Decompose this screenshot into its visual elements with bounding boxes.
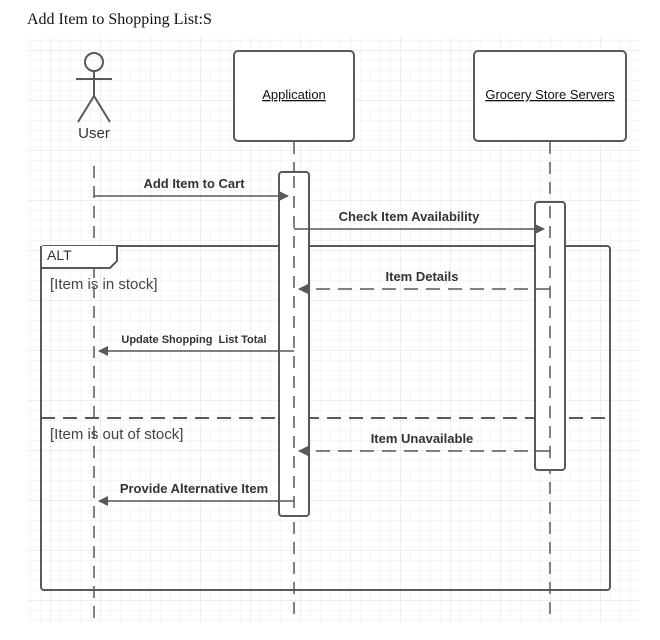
participant-servers-label: Grocery Store Servers <box>485 87 615 102</box>
arrowhead-icon <box>98 346 108 356</box>
message-update-shopping-list-total: Update Shopping List Total <box>98 334 294 356</box>
participant-app-label: Application <box>262 87 326 102</box>
page-title: Add Item to Shopping List:S <box>27 11 212 28</box>
participant-app-box <box>233 50 355 142</box>
arrowhead-icon <box>98 496 108 506</box>
message-item-details-label: Item Details <box>386 269 459 284</box>
message-item-unavailable-label: Item Unavailable <box>371 431 474 446</box>
alt-operator-tab <box>40 246 118 269</box>
message-add-item-to-cart: Add Item to Cart <box>94 176 289 201</box>
participant-user-label: User <box>78 125 110 142</box>
guard-in-stock: [Item is in stock] <box>50 276 158 293</box>
message-provide-alternative-item: Provide Alternative Item <box>98 481 294 506</box>
message-update-shopping-list-total-label: Update Shopping List Total <box>121 334 266 346</box>
alt-operator-label: ALT <box>47 247 72 263</box>
message-provide-alternative-item-label: Provide Alternative Item <box>120 481 268 496</box>
participant-servers-box <box>473 50 627 142</box>
arrowhead-icon <box>298 446 308 456</box>
arrowhead-icon <box>535 224 545 234</box>
arrowhead-icon <box>279 191 289 201</box>
arrowhead-icon <box>298 284 308 294</box>
message-add-item-to-cart-label: Add Item to Cart <box>143 176 245 191</box>
message-check-item-availability: Check Item Availability <box>294 209 545 234</box>
message-item-details: Item Details <box>298 269 550 294</box>
message-check-item-availability-label: Check Item Availability <box>339 209 480 224</box>
user-actor-icon <box>76 52 112 123</box>
message-item-unavailable: Item Unavailable <box>298 431 550 456</box>
guard-out-of-stock: [Item is out of stock] <box>50 426 183 443</box>
